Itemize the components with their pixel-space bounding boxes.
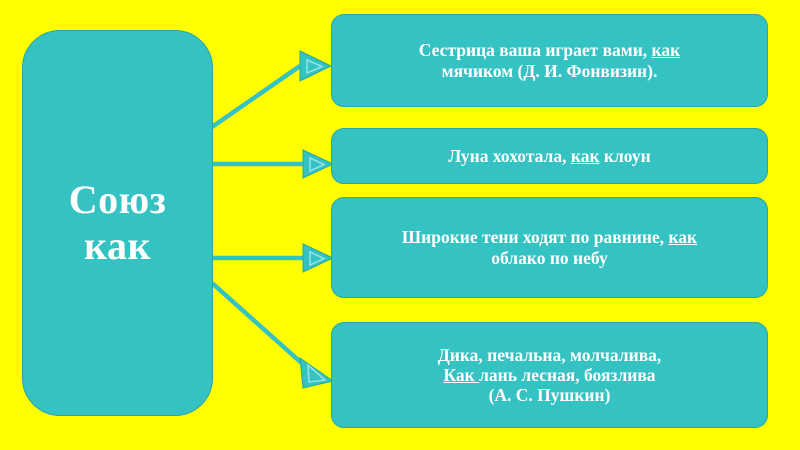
example-3-text: Широкие тени ходят по равнине, как облак… bbox=[348, 227, 751, 268]
example-1-line-1-before: Сестрица ваша играет вами, bbox=[418, 40, 652, 61]
example-4-line-2: Как лань лесная, боязлива bbox=[348, 365, 751, 385]
example-node-3[interactable]: Широкие тени ходят по равнине, как облак… bbox=[331, 197, 768, 298]
example-2-line-1-after: клоун bbox=[599, 145, 651, 166]
example-4-line-3-before: (А. С. Пушкин) bbox=[488, 385, 611, 406]
example-4-line-2-highlight: Как bbox=[443, 364, 480, 385]
example-3-line-2: облако по небу bbox=[348, 248, 751, 268]
connector-3-arrow bbox=[212, 243, 335, 273]
example-1-line-2: мячиком (Д. И. Фонвизин). bbox=[348, 61, 751, 81]
example-1-line-2-before: мячиком (Д. И. Фонвизин). bbox=[441, 60, 658, 81]
example-4-line-2-after: лань лесная, боязлива bbox=[479, 364, 656, 385]
example-node-4[interactable]: Дика, печальна, молчалива, Как лань лесн… bbox=[331, 322, 768, 428]
example-2-line-1-before: Луна хохотала, bbox=[448, 145, 571, 166]
example-3-line-2-before: облако по небу bbox=[491, 247, 608, 268]
example-4-text: Дика, печальна, молчалива, Как лань лесн… bbox=[348, 345, 751, 406]
example-1-line-1-highlight: как bbox=[651, 40, 681, 61]
example-2-line-1-highlight: как bbox=[570, 145, 600, 166]
example-2-text: Луна хохотала, как клоун bbox=[348, 146, 751, 166]
connector-2-arrow bbox=[212, 149, 335, 179]
example-3-line-1-highlight: как bbox=[668, 227, 698, 248]
example-4-line-1-before: Дика, печальна, молчалива, bbox=[437, 344, 662, 365]
connector-4-arrow bbox=[210, 281, 335, 389]
example-4-line-1: Дика, печальна, молчалива, bbox=[348, 345, 751, 365]
root-node-label: Союз как bbox=[68, 176, 167, 268]
example-1-text: Сестрица ваша играет вами, как мячиком (… bbox=[348, 40, 751, 81]
example-2-line-1: Луна хохотала, как клоун bbox=[348, 146, 751, 166]
example-1-line-1: Сестрица ваша играет вами, как bbox=[348, 40, 751, 60]
root-node-soyuz-kak[interactable]: Союз как bbox=[22, 30, 213, 416]
example-3-line-1-before: Широкие тени ходят по равнине, bbox=[401, 227, 669, 248]
example-node-1[interactable]: Сестрица ваша играет вами, как мячиком (… bbox=[331, 14, 768, 107]
connector-1-arrow bbox=[210, 50, 333, 129]
example-node-2[interactable]: Луна хохотала, как клоун bbox=[331, 128, 768, 184]
example-4-line-3: (А. С. Пушкин) bbox=[348, 385, 751, 405]
example-3-line-1: Широкие тени ходят по равнине, как bbox=[348, 227, 751, 247]
